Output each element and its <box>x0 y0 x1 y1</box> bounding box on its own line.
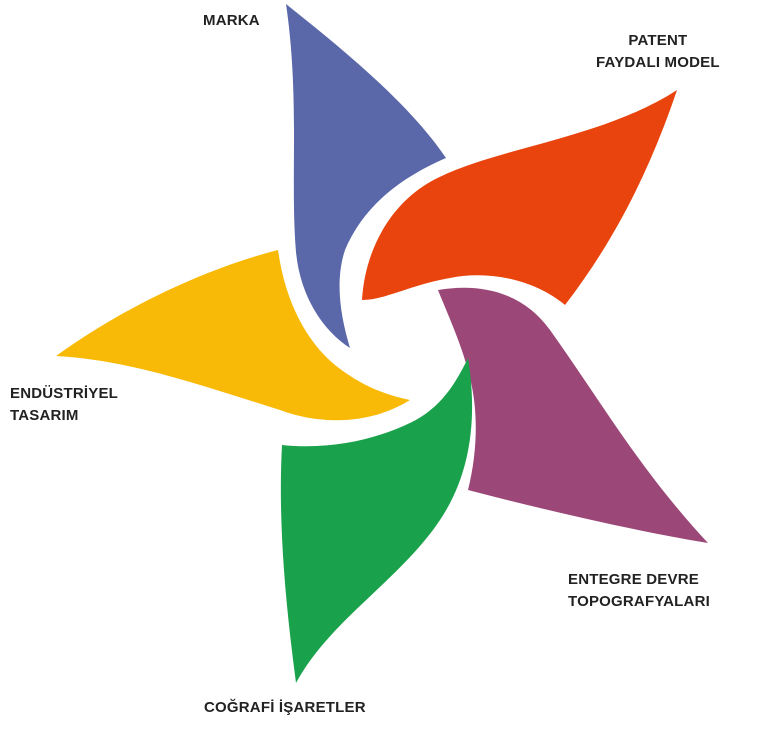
label-entegre-devre: ENTEGRE DEVRE TOPOGRAFYALARI <box>568 569 710 613</box>
label-line: ENDÜSTRİYEL <box>10 385 119 402</box>
label-line: FAYDALI MODEL <box>596 54 720 71</box>
petal-endustriyel <box>56 250 410 421</box>
label-line: PATENT <box>628 32 688 49</box>
label-marka: MARKA <box>203 10 260 32</box>
petal-marka <box>286 4 446 348</box>
label-line: COĞRAFİ İŞARETLER <box>204 699 366 716</box>
label-endustriyel-tasarim: ENDÜSTRİYEL TASARIM <box>10 383 118 427</box>
petal-entegre <box>438 287 708 543</box>
label-line: TASARIM <box>10 407 79 424</box>
label-cografi-isaretler: COĞRAFİ İŞARETLER <box>204 697 366 719</box>
label-line: TOPOGRAFYALARI <box>568 593 710 610</box>
label-line: ENTEGRE DEVRE <box>568 571 699 588</box>
petal-cografi <box>280 358 473 683</box>
label-patent-faydali-model: PATENT FAYDALI MODEL <box>596 30 720 74</box>
petal-patent <box>362 90 677 305</box>
label-line: MARKA <box>203 12 260 29</box>
